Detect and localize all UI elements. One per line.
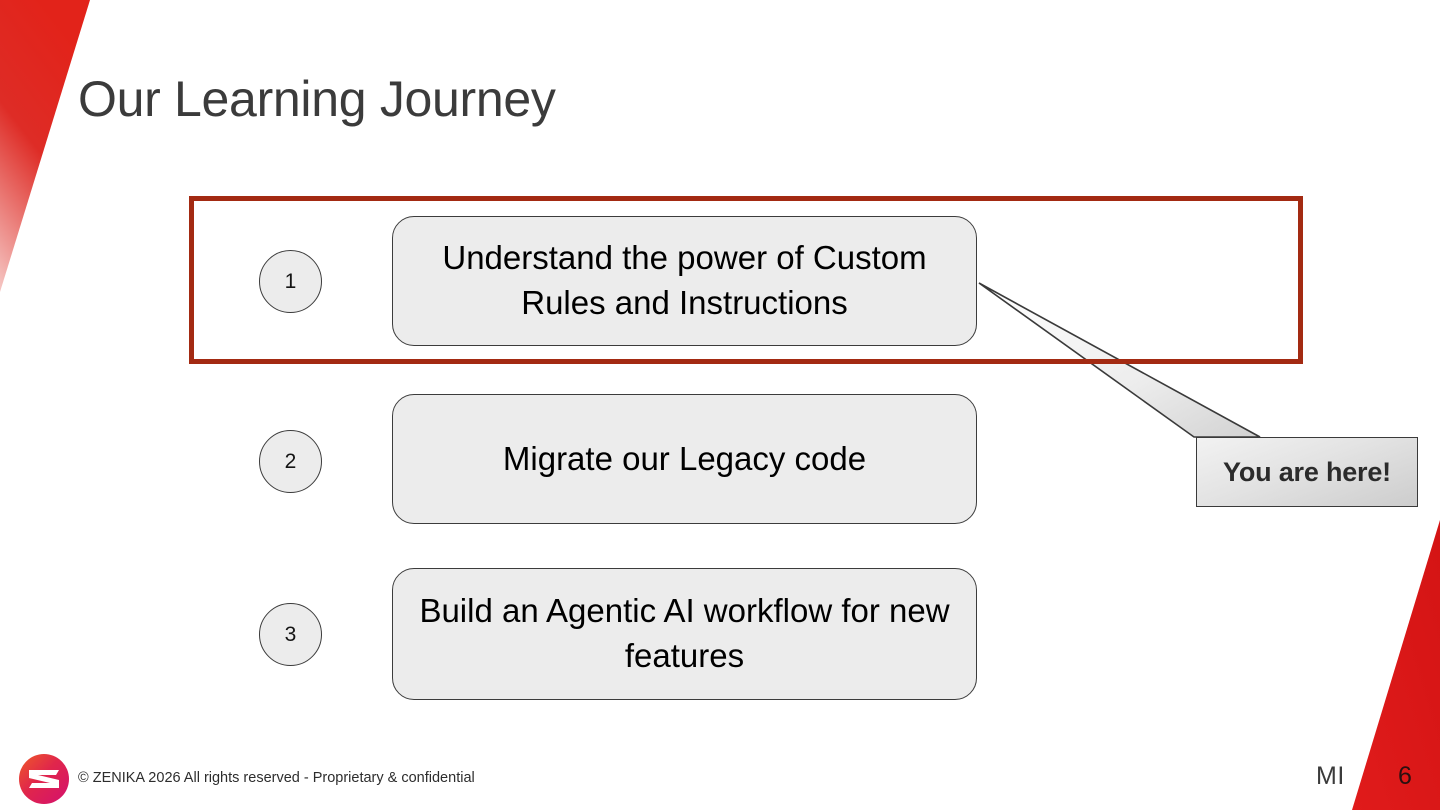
step-number-badge-1: 1 — [259, 250, 322, 313]
page-title: Our Learning Journey — [78, 71, 556, 127]
step-label-2: Migrate our Legacy code — [502, 439, 867, 477]
presenter-initials: MI — [1316, 762, 1345, 790]
corner-shape-bottom-right — [1352, 520, 1440, 810]
zenika-logo-icon — [19, 754, 69, 804]
step-card-3[interactable]: Build an Agentic AI workflow for new fea… — [392, 568, 977, 700]
you-are-here-callout: You are here! — [1196, 437, 1418, 507]
step-label-3: Build an Agentic AI workflow for new fea… — [419, 592, 950, 674]
step-number-1: 1 — [284, 269, 297, 293]
current-step-highlight — [189, 196, 1303, 364]
step-number-badge-2: 2 — [259, 430, 322, 493]
step-card-1[interactable]: Understand the power of Custom Rules and… — [392, 216, 977, 346]
step-card-2[interactable]: Migrate our Legacy code — [392, 394, 977, 524]
step-number-2: 2 — [284, 449, 297, 473]
footer-copyright: © ZENIKA 2026 All rights reserved - Prop… — [78, 770, 475, 786]
step-number-3: 3 — [284, 622, 297, 646]
corner-shape-top-left — [0, 0, 90, 292]
callout-label: You are here! — [1223, 456, 1391, 487]
step-label-1: Understand the power of Custom Rules and… — [442, 239, 927, 321]
page-number: 6 — [1398, 762, 1412, 790]
step-number-badge-3: 3 — [259, 603, 322, 666]
